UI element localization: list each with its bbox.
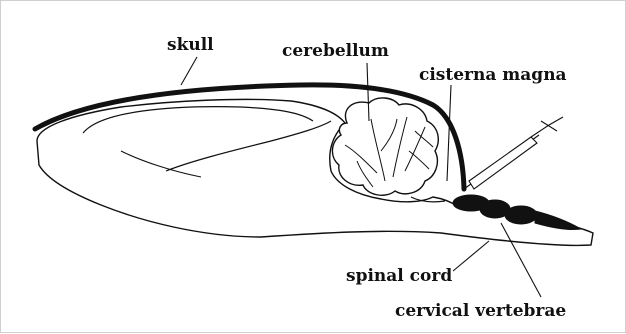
label-skull: skull <box>167 37 214 54</box>
label-cisterna-magna: cisterna magna <box>419 67 567 84</box>
label-spinal-cord: spinal cord <box>346 268 452 285</box>
spinal-cord-leader <box>453 241 489 271</box>
skull-leader <box>181 57 197 85</box>
cisterna-magna-leader <box>447 85 451 181</box>
label-cervical-vertebrae: cervical vertebrae <box>395 303 566 320</box>
syringe <box>464 117 563 189</box>
brain-outline <box>37 99 593 245</box>
label-cerebellum: cerebellum <box>282 43 389 60</box>
